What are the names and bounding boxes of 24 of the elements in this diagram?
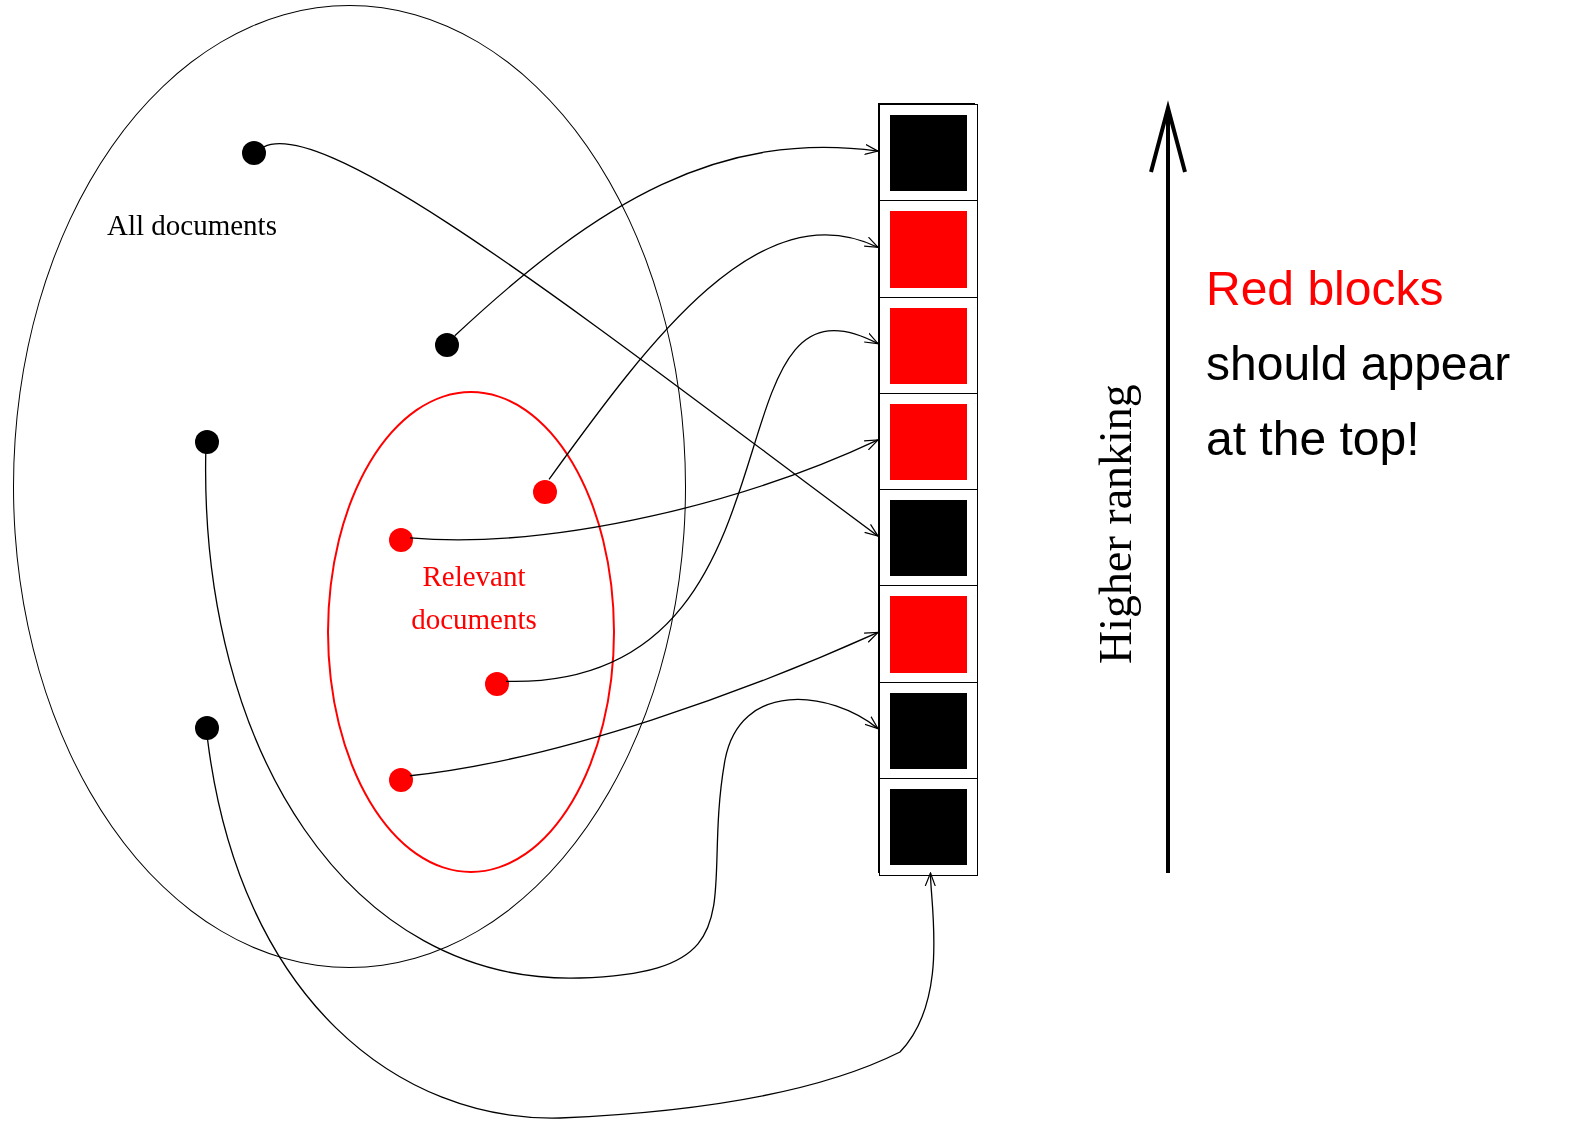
axis-label: Higher ranking <box>1093 384 1139 664</box>
ellipse-region <box>327 391 615 873</box>
ranking-column <box>878 103 975 873</box>
region-label: All documents <box>107 207 277 243</box>
ranked-block <box>880 393 977 490</box>
curved-arrow <box>263 143 879 537</box>
curved-arrow <box>454 144 879 337</box>
ranked-block <box>880 682 977 779</box>
ranked-block <box>880 105 977 202</box>
note-text: Red blocks <box>1206 261 1445 317</box>
curved-arrow <box>205 452 879 979</box>
ellipse-region <box>13 5 686 968</box>
ranked-block <box>880 201 977 298</box>
ranked-block <box>880 778 977 875</box>
curved-arrow <box>505 330 879 682</box>
curved-arrow <box>409 631 879 777</box>
curved-arrow <box>206 738 937 1119</box>
curved-arrow <box>409 439 879 541</box>
curved-arrow <box>548 234 879 480</box>
note-text: should appear at the top! <box>1206 335 1512 467</box>
region-label: Relevant documents <box>410 558 538 637</box>
ranked-block <box>880 297 977 394</box>
ranked-block <box>880 490 977 587</box>
ranked-block <box>880 586 977 683</box>
